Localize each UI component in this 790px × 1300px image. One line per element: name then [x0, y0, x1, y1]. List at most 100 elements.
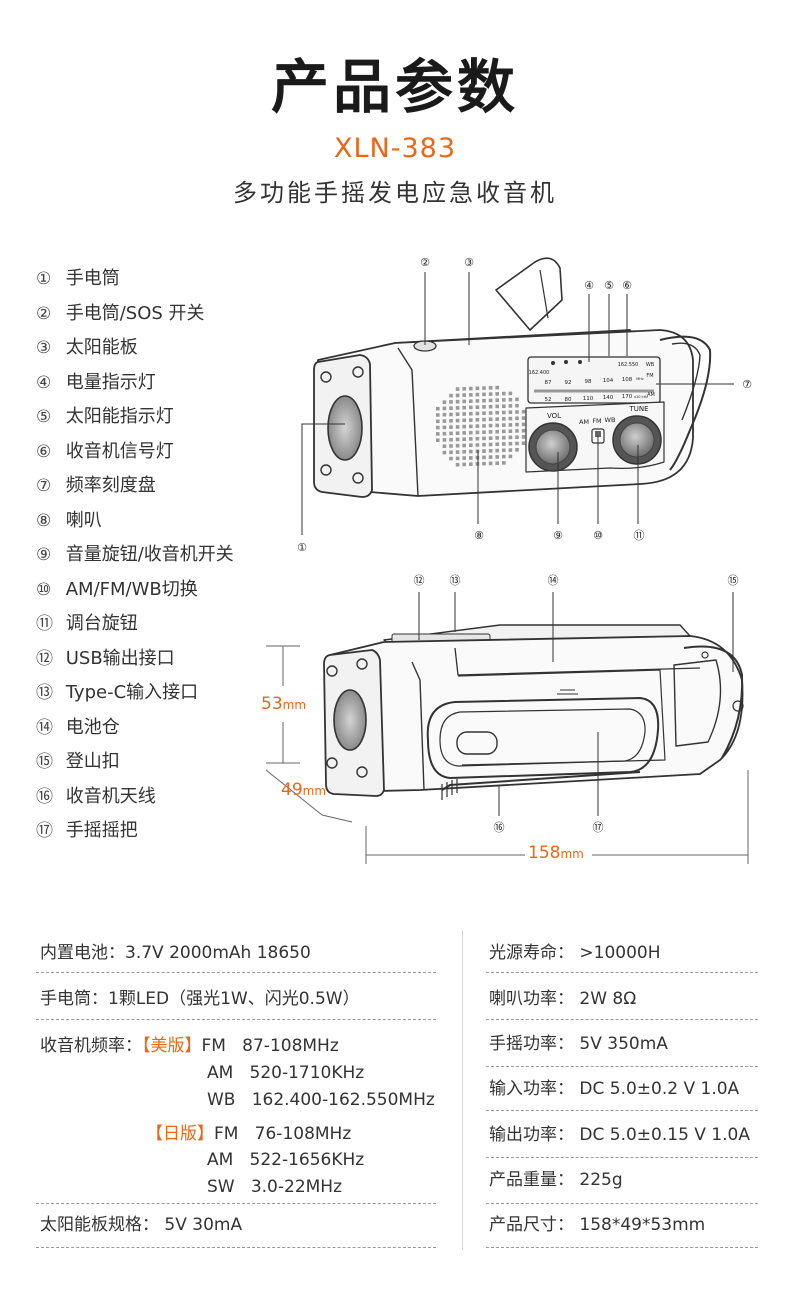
speaker-hole	[482, 405, 486, 409]
speaker-hole	[488, 455, 493, 459]
callout-16: ⑯	[494, 821, 505, 834]
part-item: ⑧ 喇叭	[36, 509, 102, 531]
part-item: ⑤ 太阳能指示灯	[36, 406, 174, 427]
speaker-grille	[436, 385, 526, 467]
speaker-hole	[508, 454, 513, 459]
speaker-hole	[515, 435, 519, 439]
callout-1: ①	[297, 541, 307, 554]
speaker-hole	[502, 404, 506, 408]
speaker-hole	[515, 422, 519, 427]
speaker-hole	[436, 406, 440, 411]
callout-5: ⑤	[604, 279, 614, 292]
part-item: ⑥ 收音机信号灯	[36, 440, 174, 462]
spec-battery: 内置电池：3.7V 2000mAh 18650	[40, 943, 311, 963]
speaker-hole	[495, 455, 499, 459]
solar-indicator-light	[564, 360, 568, 364]
spec-light-life: 光源寿命： >10000H	[489, 943, 661, 963]
speaker-hole	[455, 456, 460, 461]
speaker-hole	[495, 417, 499, 421]
part-item: ⑰ 手摇摇把	[36, 820, 138, 841]
speaker-hole	[502, 435, 506, 440]
speaker-hole	[442, 419, 447, 423]
speaker-hole	[475, 405, 480, 409]
spec-frequency-us-wb: WB 162.400-162.550MHz	[207, 1090, 435, 1110]
length-dimension: 158mm	[528, 843, 584, 863]
divider	[36, 972, 436, 973]
spec-flashlight: 手电筒：1颗LED（强光1W、闪光0.5W）	[40, 989, 360, 1009]
speaker-hole	[475, 449, 480, 454]
speaker-hole	[469, 405, 473, 410]
speaker-hole	[469, 456, 473, 460]
speaker-hole	[495, 385, 499, 390]
speaker-hole	[515, 403, 519, 408]
spec-weight: 产品重量： 225g	[489, 1170, 623, 1190]
speaker-hole	[442, 450, 447, 455]
spec-size: 产品尺寸： 158*49*53mm	[489, 1215, 706, 1235]
speaker-hole	[449, 419, 453, 423]
speaker-hole	[508, 429, 513, 433]
speaker-hole	[469, 424, 473, 429]
divider	[36, 1247, 436, 1248]
speaker-hole	[449, 406, 453, 410]
spec-frequency-jp-sw: SW 3.0-22MHz	[207, 1177, 343, 1197]
spec-frequency-us-am: AM 520-1710KHz	[207, 1063, 365, 1083]
dial-fm-tick: 98	[585, 379, 592, 385]
speaker-hole	[462, 393, 466, 397]
product-diagram: 162.400 162.550 WB FM AM 87 92 98 104 10…	[265, 256, 752, 864]
speaker-hole	[502, 410, 506, 415]
back-callouts: ⑫ ⑬ ⑭ ⑮ ⑯ ⑰	[414, 574, 739, 834]
speaker-hole	[495, 442, 499, 446]
dial-am-unit: x10 kHz	[634, 395, 648, 399]
speaker-hole	[502, 429, 506, 434]
speaker-hole	[521, 435, 526, 439]
callout-4: ④	[584, 279, 594, 292]
dial-am-tick: 140	[603, 395, 614, 401]
speaker-hole	[436, 432, 440, 436]
dial-fm-tick: 92	[565, 380, 572, 386]
speaker-hole	[462, 462, 466, 467]
speaker-hole	[442, 431, 447, 436]
speaker-hole	[508, 404, 513, 408]
part-item: ⑬ Type-C输入接口	[36, 682, 199, 703]
speaker-hole	[455, 450, 460, 454]
speaker-hole	[475, 443, 480, 447]
dial-am-tag: AM	[647, 392, 655, 398]
model-number: XLN-383	[333, 133, 456, 164]
speaker-hole	[502, 423, 506, 427]
speaker-hole	[462, 456, 466, 460]
spec-output: 输出功率： DC 5.0±0.15 V 1.0A	[489, 1125, 751, 1145]
part-item: ③ 太阳能板	[36, 337, 138, 358]
speaker-hole	[488, 386, 493, 390]
dial-wb-tag: WB	[646, 362, 655, 368]
speaker-hole	[469, 437, 473, 441]
speaker-hole	[495, 398, 499, 402]
speaker-hole	[455, 462, 460, 467]
speaker-hole	[442, 400, 447, 404]
speaker-hole	[502, 417, 506, 421]
speaker-hole	[488, 449, 493, 453]
dimension-lines	[265, 645, 749, 864]
divider	[486, 1066, 758, 1067]
speaker-hole	[521, 416, 526, 420]
callout-13: ⑬	[450, 574, 461, 587]
callout-8: ⑧	[474, 529, 484, 542]
speaker-hole	[502, 461, 506, 465]
speaker-hole	[442, 444, 447, 448]
vol-label: VOL	[547, 412, 561, 420]
divider	[36, 1019, 436, 1020]
divider	[486, 972, 758, 973]
speaker-hole	[482, 392, 486, 397]
speaker-hole	[508, 416, 513, 421]
dial-am-tick: 80	[565, 397, 572, 403]
back-callout-lines	[418, 592, 734, 816]
speaker-hole	[495, 448, 499, 453]
speaker-hole	[508, 397, 513, 402]
speaker-hole	[475, 418, 480, 422]
dial-fm-tick: 104	[603, 378, 614, 384]
column-divider	[462, 930, 463, 1250]
speaker-hole	[455, 399, 460, 404]
speaker-hole	[488, 423, 493, 428]
speaker-hole	[515, 410, 519, 414]
speaker-hole	[442, 425, 447, 430]
speaker-hole	[482, 449, 486, 453]
